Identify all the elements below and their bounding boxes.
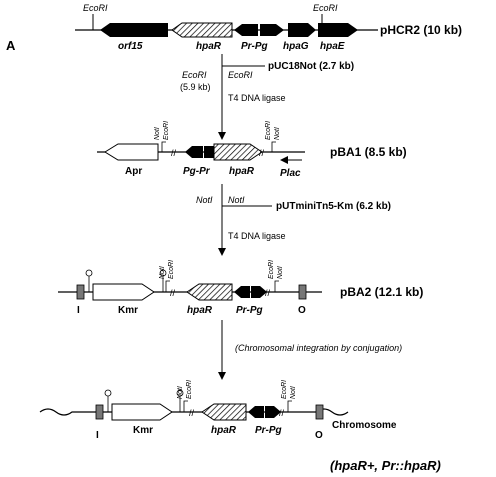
chrom-kmr-arrow (111, 403, 173, 421)
chrom-right-noti: NotI (290, 386, 297, 399)
row-pba1: Apr NotI EcoRI // Pg-Pr hpaR // EcoRI No… (97, 121, 407, 179)
chrom-kmr-label: Kmr (133, 425, 153, 436)
pba1-left-ecori: EcoRI (163, 121, 170, 140)
phcr2-ecori-right-label: EcoRI (313, 3, 338, 13)
pba1-right-site-bracket (271, 141, 276, 152)
chrom-i-end-box (95, 404, 104, 420)
orf15-gene-arrow (100, 23, 168, 37)
chrom-right-ecori: EcoRI (281, 380, 288, 399)
step2-right-site: NotI (228, 195, 245, 205)
pba2-right-ecori: EcoRI (268, 260, 275, 279)
pba2-hpar-arrow (186, 283, 233, 301)
pba1-right-ecori: EcoRI (265, 121, 272, 140)
hpag-gene-arrow (288, 23, 316, 37)
pba2-i-end-box (76, 284, 85, 300)
pba2-o-label: O (298, 305, 306, 316)
pba1-break-left: // (171, 148, 177, 158)
pba1-left-site-bracket (161, 141, 166, 152)
apr-gene-arrow (104, 143, 159, 161)
step-ligation-1: pUC18Not (2.7 kb) EcoRI (5.9 kb) EcoRI T… (180, 54, 354, 140)
pr-promoter-arrow (234, 24, 258, 36)
pba1-left-noti: NotI (154, 127, 161, 140)
pba2-terminator2-icon (159, 269, 167, 277)
genotype-label: (hpaR+, Pr::hpaR) (330, 458, 441, 473)
apr-label: Apr (125, 166, 142, 177)
panel-label: A (6, 38, 16, 53)
pba2-pr-arrow (234, 286, 250, 298)
pba2-left-ecori: EcoRI (168, 260, 175, 279)
hpae-label: hpaE (320, 41, 345, 52)
phcr2-title: pHCR2 (10 kb) (380, 23, 462, 37)
pba1-title: pBA1 (8.5 kb) (330, 145, 407, 159)
pba2-break-right: // (265, 288, 271, 298)
hpag-label: hpaG (283, 41, 309, 52)
pba1-hpar-arrow (213, 143, 263, 161)
row-chromosome: I Kmr NotI EcoRI // hpaR Pr-Pg // EcoRI … (39, 380, 397, 441)
plac-label: Plac (280, 168, 301, 179)
pba2-break-left: // (170, 288, 176, 298)
pba2-left-noti: NotI (159, 266, 166, 279)
phcr2-ecori-left-label: EcoRI (83, 3, 108, 13)
step1-vector-site: EcoRI (228, 70, 253, 80)
hpae-gene-arrow (318, 23, 358, 37)
pba2-right-noti: NotI (277, 266, 284, 279)
pba2-o-end-box (298, 284, 307, 300)
step1-ligase-label: T4 DNA ligase (228, 93, 286, 103)
pba2-kmr-arrow (92, 283, 155, 301)
pba2-kmr-label: Kmr (118, 305, 138, 316)
chrom-left-site-bracket (183, 400, 188, 412)
step2-left-site: NotI (196, 195, 213, 205)
chrom-hpar-arrow (201, 403, 247, 421)
chromosome-label: Chromosome (332, 420, 397, 431)
chrom-pg-arrow (265, 406, 281, 418)
step1-fragment-size: (5.9 kb) (180, 82, 211, 92)
chrom-hpar-label: hpaR (211, 425, 237, 436)
pba2-hpar-label: hpaR (187, 305, 213, 316)
pba2-terminator-icon (85, 269, 93, 277)
chrom-pr-arrow (248, 406, 264, 418)
pba1-break-right: // (259, 148, 265, 158)
pba2-right-site-bracket (274, 280, 279, 292)
chrom-terminator2-icon (176, 389, 184, 397)
step1-fragment-site: EcoRI (182, 70, 207, 80)
pr-pg-label: Pr-Pg (241, 41, 268, 52)
chromosome-wave-left (39, 408, 96, 416)
pba1-hpar-label: hpaR (229, 166, 255, 177)
row-phcr2: EcoRI EcoRI orf15 hpaR Pr-Pg hpaG hpaE p… (75, 3, 462, 52)
putminitn5-label: pUTminiTn5-Km (6.2 kb) (276, 201, 391, 212)
pba2-promoter-label: Pr-Pg (236, 305, 263, 316)
chrom-break-right: // (279, 408, 285, 418)
pba2-title: pBA2 (12.1 kb) (340, 285, 423, 299)
step-ligation-2: NotI NotI pUTminiTn5-Km (6.2 kb) T4 DNA … (196, 184, 391, 256)
chrom-o-label: O (315, 430, 323, 441)
hpar-gene-arrow (171, 22, 233, 38)
pba2-left-site-bracket (165, 280, 170, 292)
step3-note: (Chromosomal integration by conjugation) (235, 343, 402, 353)
pba2-pg-arrow (251, 286, 267, 298)
step2-ligase-label: T4 DNA ligase (228, 231, 286, 241)
pba2-i-label: I (77, 305, 80, 316)
orf15-label: orf15 (118, 41, 143, 52)
chrom-i-label: I (96, 430, 99, 441)
pg-promoter-arrow (260, 24, 284, 36)
chrom-break-left: // (189, 408, 195, 418)
hpar-label: hpaR (196, 41, 222, 52)
pba1-promoter-label: Pg-Pr (183, 166, 211, 177)
row-pba2: I Kmr NotI EcoRI // hpaR Pr-Pg // EcoRI … (58, 260, 423, 316)
puc18not-label: pUC18Not (2.7 kb) (268, 61, 354, 72)
chrom-promoter-label: Pr-Pg (255, 425, 282, 436)
chrom-right-site-bracket (287, 400, 292, 412)
pba1-right-noti: NotI (274, 127, 281, 140)
pba1-pg-arrow (185, 146, 203, 158)
chrom-left-ecori: EcoRI (186, 380, 193, 399)
step-integration: (Chromosomal integration by conjugation) (218, 320, 402, 380)
chrom-o-end-box (315, 404, 324, 420)
chrom-terminator-icon (104, 389, 112, 397)
chrom-left-noti: NotI (177, 386, 184, 399)
